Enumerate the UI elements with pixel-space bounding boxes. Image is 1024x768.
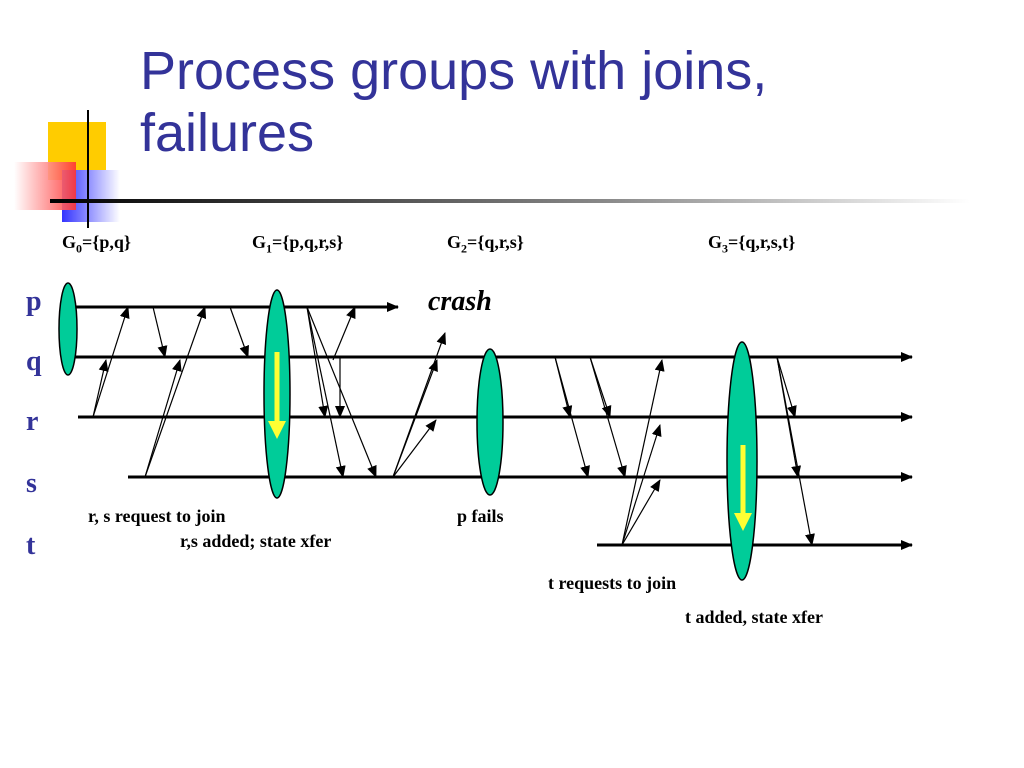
t-request-join-label: t requests to join [548,573,677,593]
slide-title-line1: Process groups with joins, [140,41,768,101]
view-ellipse-g0 [58,282,78,376]
group-label-g1: G1={p,q,r,s} [252,232,344,256]
rs-added-label: r,s added; state xfer [180,531,332,551]
corner-decoration [14,110,120,228]
process-label-p: p [26,286,42,317]
t-added-label: t added, state xfer [685,607,823,627]
process-label-q: q [26,346,42,377]
process-label-t: t [26,530,36,561]
title-rule [50,199,970,203]
crash-label: crash [428,286,492,317]
p-fails-label: p fails [457,506,504,526]
view-ellipse-g2 [476,348,504,496]
process-label-s: s [26,468,37,499]
process-label-r: r [26,406,39,437]
group-label-g3: G3={q,r,s,t} [708,232,796,256]
group-label-g0: G0={p,q} [62,232,131,256]
group-label-g2: G2={q,r,s} [447,232,524,256]
message-arrows [92,306,815,546]
rs-request-join-label: r, s request to join [88,506,226,526]
slide-title-line2: failures [140,103,315,163]
slide-title: Process groups with joins, failures [140,40,767,164]
